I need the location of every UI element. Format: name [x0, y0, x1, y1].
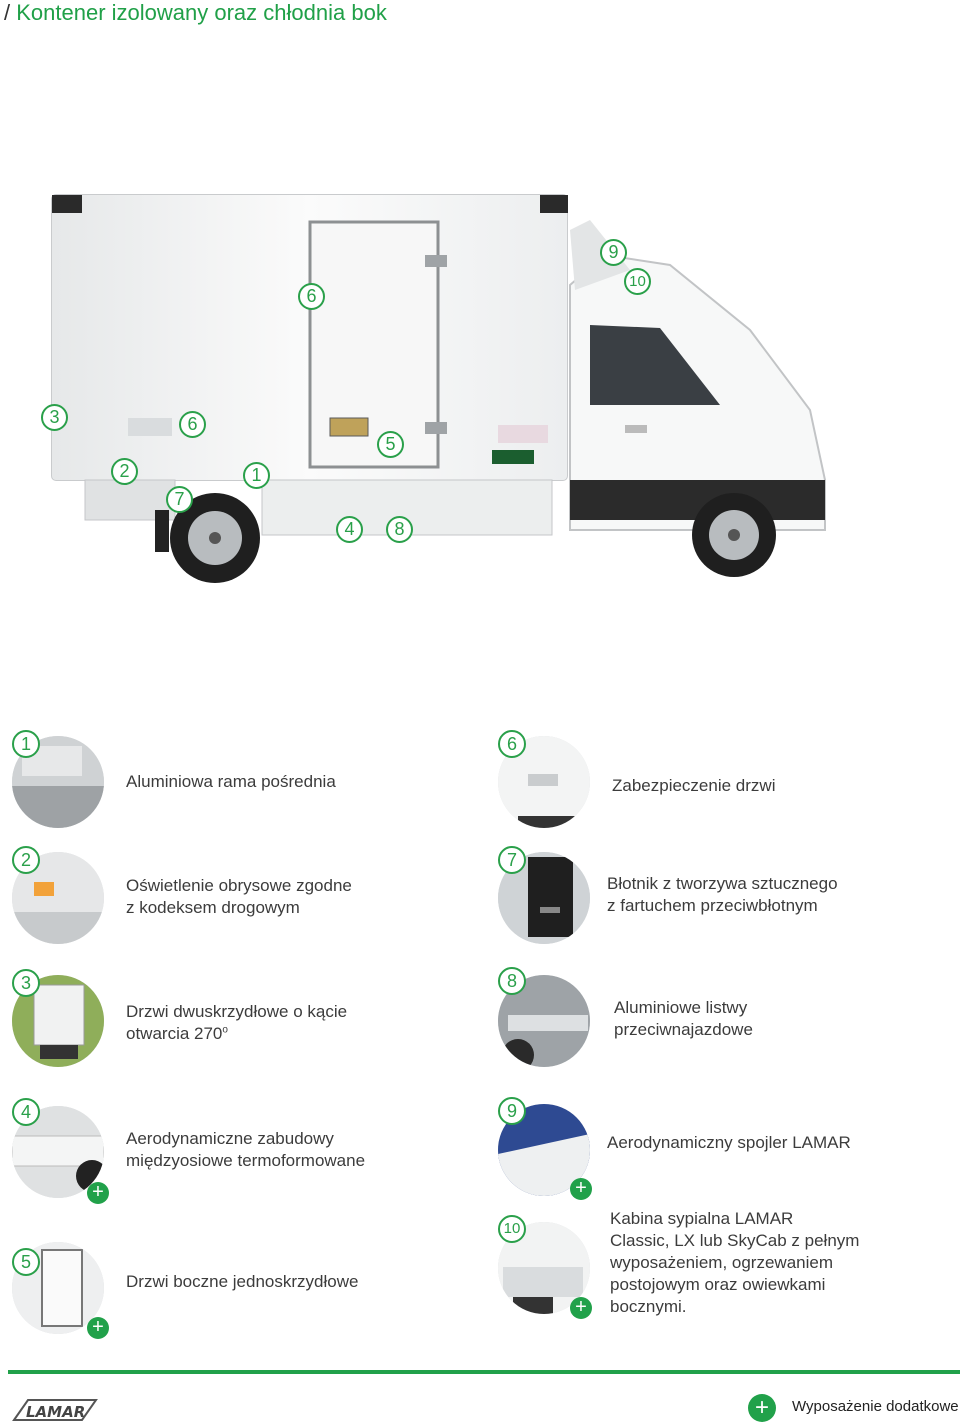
feature-6-label: Zabezpieczenie drzwi	[612, 776, 776, 795]
feature-2-number: 2	[12, 846, 40, 874]
feature-9-label: Aerodynamiczny spojler LAMAR	[607, 1133, 851, 1152]
truck-marker-4: 4	[336, 516, 363, 543]
truck-marker-6-top: 6	[298, 283, 325, 310]
truck-marker-3: 3	[41, 404, 68, 431]
truck-marker-8: 8	[386, 516, 413, 543]
feature-7-number: 7	[498, 846, 526, 874]
feature-5-extra-plus: +	[87, 1317, 109, 1339]
page-title: / Kontener izolowany oraz chłodnia bok	[4, 0, 387, 26]
feature-10-label: Kabina sypialna LAMAR Classic, LX lub Sk…	[610, 1209, 860, 1316]
feature-9-extra-plus: +	[570, 1178, 592, 1200]
feature-10-number: 10	[498, 1215, 526, 1243]
feature-7-label: Błotnik z tworzywa sztucznego z fartuche…	[607, 874, 838, 915]
feature-10-extra-plus: +	[570, 1297, 592, 1319]
truck-marker-2: 2	[111, 458, 138, 485]
legend-plus-icon: +	[748, 1394, 776, 1422]
title-slash: /	[4, 0, 11, 25]
feature-8-number: 8	[498, 967, 526, 995]
truck-marker-9: 9	[600, 239, 627, 266]
feature-9-number: 9	[498, 1097, 526, 1125]
feature-2-label: Oświetlenie obrysowe zgodne z kodeksem d…	[126, 876, 352, 917]
feature-4-number: 4	[12, 1098, 40, 1126]
feature-8-label: Aluminiowe listwy przeciwnajazdowe	[614, 998, 753, 1039]
truck-marker-7: 7	[166, 486, 193, 513]
svg-text:LAMAR: LAMAR	[26, 1403, 85, 1421]
footer-divider	[8, 1370, 960, 1374]
feature-5-label: Drzwi boczne jednoskrzydłowe	[126, 1272, 359, 1291]
feature-5-number: 5	[12, 1248, 40, 1276]
feature-1-label: Aluminiowa rama pośrednia	[126, 772, 336, 791]
lamar-logo: LAMAR	[12, 1399, 98, 1421]
title-text: Kontener izolowany oraz chłodnia bok	[16, 0, 387, 25]
legend-text: Wyposażenie dodatkowe	[792, 1398, 959, 1415]
feature-6-photo	[498, 736, 590, 828]
truck-marker-6-side: 6	[179, 411, 206, 438]
truck-marker-10: 10	[624, 268, 651, 295]
truck-marker-1: 1	[243, 462, 270, 489]
feature-1-number: 1	[12, 730, 40, 758]
feature-3-number: 3	[12, 969, 40, 997]
feature-6-number: 6	[498, 730, 526, 758]
feature-4-label: Aerodynamiczne zabudowy międzyosiowe ter…	[126, 1129, 366, 1170]
truck-illustration	[51, 194, 826, 583]
truck-marker-5: 5	[377, 431, 404, 458]
feature-4-extra-plus: +	[87, 1182, 109, 1204]
feature-3-label: Drzwi dwuskrzydłowe o kącie otwarcia 270…	[126, 1002, 348, 1043]
feature-4-photo	[12, 1106, 104, 1198]
